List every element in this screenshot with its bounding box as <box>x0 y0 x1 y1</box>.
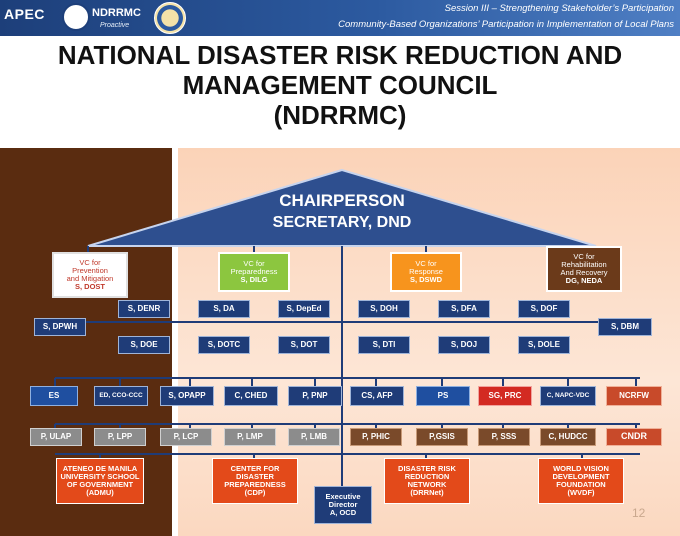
title-line-3: (NDRRMC) <box>273 100 407 130</box>
ngo-wvdf: WORLD VISION DEVELOPMENT FOUNDATION (WVD… <box>538 458 624 504</box>
ocd-seal-icon <box>154 2 186 34</box>
ndrrmc-logo-tagline: Proactive <box>100 22 130 29</box>
vc-preparedness: VC for Preparedness S, DILG <box>218 252 290 292</box>
member-s-dole: S, DOLE <box>518 336 570 354</box>
member-s-dti: S, DTI <box>358 336 410 354</box>
ndrrmc-emblem-icon <box>62 3 90 31</box>
header-bar: APEC NDRRMC Proactive Session III – Stre… <box>0 0 680 36</box>
agency-ed-cco-ccc: ED, CCO-CCC <box>94 386 148 406</box>
member-s-denr: S, DENR <box>118 300 170 318</box>
member-s-doh: S, DOH <box>358 300 410 318</box>
member-p-gsis: P,GSIS <box>416 428 468 446</box>
chairperson-title: CHAIRPERSON <box>279 191 405 210</box>
apec-logo: APEC <box>4 6 45 22</box>
agency-c-napc-vdc: C, NAPC-VDC <box>540 386 596 406</box>
page-number: 12 <box>632 506 646 520</box>
ndrrmc-logo: NDRRMC Proactive <box>62 3 146 33</box>
member-p-ulap: P, ULAP <box>30 428 82 446</box>
member-s-deped: S, DepEd <box>278 300 330 318</box>
ndrrmc-logo-text: NDRRMC <box>92 7 141 19</box>
member-p-phic: P, PHIC <box>350 428 402 446</box>
agency-s-opapp: S, OPAPP <box>160 386 214 406</box>
session-title: Session III – Strengthening Stakeholder’… <box>444 3 674 14</box>
ngo-cdp: CENTER FOR DISASTER PREPAREDNESS (CDP) <box>212 458 298 504</box>
member-s-dbm: S, DBM <box>598 318 652 336</box>
member-p-lmp: P, LMP <box>224 428 276 446</box>
title-line-2: MANAGEMENT COUNCIL <box>182 70 498 100</box>
chairperson-secretary: SECRETARY, DND <box>272 214 412 231</box>
agency-ps: PS <box>416 386 470 406</box>
ngo-admu: ATENEO DE MANILA UNIVERSITY SCHOOL OF GO… <box>56 458 144 504</box>
member-s-doe: S, DOE <box>118 336 170 354</box>
agency-p-pnp: P, PNP <box>288 386 342 406</box>
agency-sg-prc: SG, PRC <box>478 386 532 406</box>
member-s-dfa: S, DFA <box>438 300 490 318</box>
vc-prevention-mitigation: VC for Prevention and Mitigation S, DOST <box>52 252 128 298</box>
executive-director: Executive Director A, OCD <box>314 486 372 524</box>
agency-c-ched: C, CHED <box>224 386 278 406</box>
vc-rehabilitation-recovery: VC for Rehabilitation And Recovery DG, N… <box>546 246 622 292</box>
title-line-1: NATIONAL DISASTER RISK REDUCTION AND <box>57 40 623 70</box>
member-cndr: CNDR <box>606 428 662 446</box>
vc-response: VC for Response S, DSWD <box>390 252 462 292</box>
member-p-lmb: P, LMB <box>288 428 340 446</box>
session-subtitle: Community-Based Organizations’ Participa… <box>338 19 674 30</box>
member-s-doj: S, DOJ <box>438 336 490 354</box>
agency-es: ES <box>30 386 78 406</box>
member-p-lpp: P, LPP <box>94 428 146 446</box>
ngo-drrnet: DISASTER RISK REDUCTION NETWORK (DRRNet) <box>384 458 470 504</box>
member-c-hudcc: C, HUDCC <box>540 428 596 446</box>
member-s-dpwh: S, DPWH <box>34 318 86 336</box>
member-s-dot: S, DOT <box>278 336 330 354</box>
agency-ncrfw: NCRFW <box>606 386 662 406</box>
member-s-dotc: S, DOTC <box>198 336 250 354</box>
member-p-lcp: P, LCP <box>160 428 212 446</box>
member-s-dof: S, DOF <box>518 300 570 318</box>
member-s-da: S, DA <box>198 300 250 318</box>
slide-title: NATIONAL DISASTER RISK REDUCTION AND MAN… <box>0 40 680 130</box>
member-p-sss: P, SSS <box>478 428 530 446</box>
agency-cs-afp: CS, AFP <box>350 386 404 406</box>
